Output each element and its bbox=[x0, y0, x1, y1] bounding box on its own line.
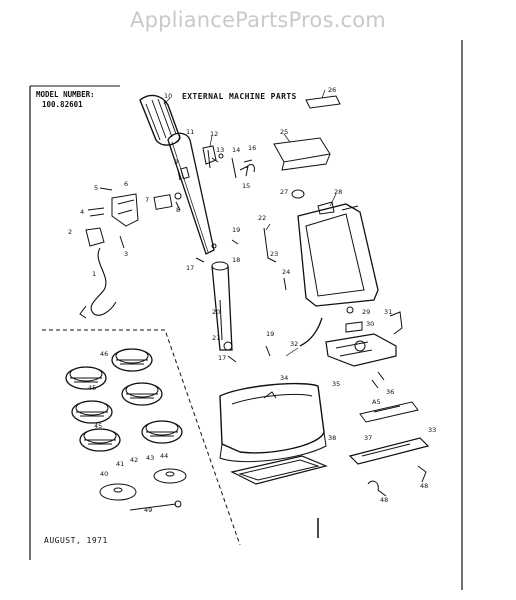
diagram-title: EXTERNAL MACHINE PARTS bbox=[182, 92, 297, 101]
callout-43: 43 bbox=[146, 454, 154, 462]
part-6-bracket bbox=[111, 193, 139, 227]
callout-27: 27 bbox=[280, 188, 288, 196]
part-37-plate bbox=[359, 401, 419, 423]
accessory-boundary bbox=[42, 329, 241, 546]
callout-18: 18 bbox=[232, 256, 240, 264]
part-47-brush-pair bbox=[65, 348, 153, 390]
callout-13: 13 bbox=[216, 146, 224, 154]
callout-17b: 17 bbox=[218, 354, 226, 362]
callout-1: 1 bbox=[92, 270, 96, 278]
callout-37: 37 bbox=[364, 434, 372, 442]
part-40-44-pads bbox=[99, 468, 187, 501]
part-21-nut-lower-screws bbox=[223, 341, 271, 363]
callout-33: 33 bbox=[428, 426, 436, 434]
part-22-23-24-wires bbox=[263, 227, 287, 291]
part-35-motor-assembly bbox=[325, 333, 397, 367]
callout-25: 25 bbox=[280, 128, 288, 136]
part-45-brush-pair bbox=[79, 420, 183, 452]
callout-26: 26 bbox=[328, 86, 336, 94]
callout-40: 40 bbox=[100, 470, 108, 478]
diagram-date: AUGUST, 1971 bbox=[44, 536, 108, 545]
callout-36: 36 bbox=[386, 388, 394, 396]
callout-4: 4 bbox=[80, 208, 84, 216]
callout-47: 46 bbox=[100, 350, 108, 358]
callout-9: 9 bbox=[174, 158, 178, 166]
callout-15: 15 bbox=[242, 182, 250, 190]
callout-45: 45 bbox=[94, 422, 102, 430]
callout-8: 8 bbox=[176, 206, 180, 214]
callout-17: 17 bbox=[186, 264, 194, 272]
callout-48a: 48 bbox=[380, 496, 388, 504]
callout-34: 34 bbox=[280, 374, 288, 382]
callout-numbers: 10 26 11 12 13 14 15 16 25 9 5 6 7 8 4 2… bbox=[68, 86, 436, 514]
callout-11: 11 bbox=[186, 128, 194, 136]
part-12-13-switch bbox=[202, 145, 224, 169]
callout-19: 19 bbox=[232, 226, 240, 234]
part-29-30-31-hardware bbox=[345, 306, 403, 335]
callout-14: 14 bbox=[232, 146, 240, 154]
part-4-5-screws bbox=[87, 187, 113, 217]
callout-49: 49 bbox=[144, 506, 152, 514]
callout-22: 22 bbox=[258, 214, 266, 222]
part-17-18-19-screws bbox=[195, 239, 239, 263]
callout-19b: 19 bbox=[266, 330, 274, 338]
part-7-8-9-small-parts bbox=[153, 169, 182, 211]
callout-12: 12 bbox=[210, 130, 218, 138]
callout-5: 5 bbox=[94, 184, 98, 192]
part-1-power-cord bbox=[79, 247, 117, 319]
part-2-3-block bbox=[85, 227, 125, 249]
callout-16: 16 bbox=[248, 144, 256, 152]
part-25-cover bbox=[273, 137, 331, 171]
callout-35: 35 bbox=[332, 380, 340, 388]
callout-24: 24 bbox=[282, 268, 290, 276]
watermark-logo-text: AppliancePartsPros.com bbox=[130, 8, 386, 32]
callout-30: 30 bbox=[366, 320, 374, 328]
part-48-springs bbox=[367, 465, 427, 497]
callout-48b: 48 bbox=[420, 482, 428, 490]
callout-42: 42 bbox=[130, 456, 138, 464]
part-34-main-housing bbox=[219, 382, 327, 463]
callout-38: 38 bbox=[328, 434, 336, 442]
callout-10: 10 bbox=[164, 92, 172, 100]
part-27-cap bbox=[291, 189, 305, 199]
callout-3: 3 bbox=[124, 250, 128, 258]
part-36-screws bbox=[371, 371, 385, 389]
part-38-tray bbox=[230, 455, 328, 485]
callout-leader-lines bbox=[163, 89, 337, 357]
callout-46: 45 bbox=[88, 384, 96, 392]
part-33-strip bbox=[348, 437, 430, 465]
part-49-wrench bbox=[129, 500, 182, 511]
part-46-brush-pair bbox=[71, 382, 163, 424]
callout-32: 32 bbox=[290, 340, 298, 348]
callout-6: 6 bbox=[124, 180, 128, 188]
part-32-hose bbox=[299, 317, 323, 347]
callout-29: 29 bbox=[362, 308, 370, 316]
callout-28: 28 bbox=[334, 188, 342, 196]
part-28-tank-housing bbox=[297, 201, 379, 307]
callout-2: 2 bbox=[68, 228, 72, 236]
part-26-label bbox=[305, 95, 341, 109]
callout-44: 44 bbox=[160, 452, 168, 460]
part-11-upper-tube bbox=[167, 132, 215, 255]
model-number-label: MODEL NUMBER: bbox=[36, 90, 95, 99]
callout-20: 20 bbox=[212, 308, 220, 316]
part-14-15-16-clips bbox=[231, 157, 255, 179]
callout-31: 31 bbox=[384, 308, 392, 316]
model-number-value: 100.82601 bbox=[42, 100, 83, 109]
callout-21: 21 bbox=[212, 334, 220, 342]
callout-41: 41 bbox=[116, 460, 124, 468]
callout-23: 23 bbox=[270, 250, 278, 258]
callout-7: 7 bbox=[145, 196, 149, 204]
section-label-a5: A5 bbox=[372, 398, 381, 406]
part-10-handle-grip bbox=[139, 94, 181, 146]
